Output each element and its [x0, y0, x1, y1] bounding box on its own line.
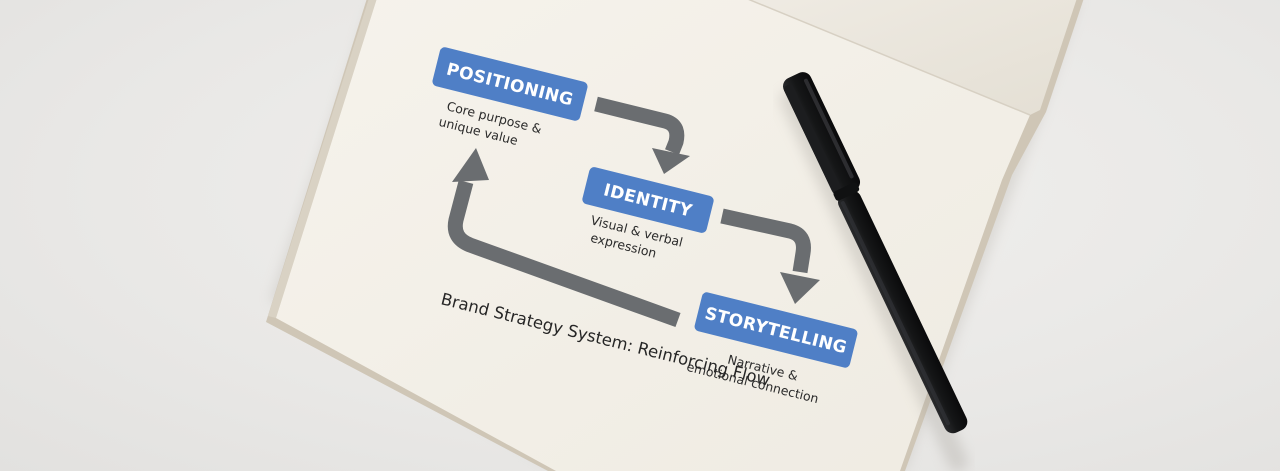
photo-scene: POSITIONING Core purpose & unique value …	[0, 0, 1280, 471]
